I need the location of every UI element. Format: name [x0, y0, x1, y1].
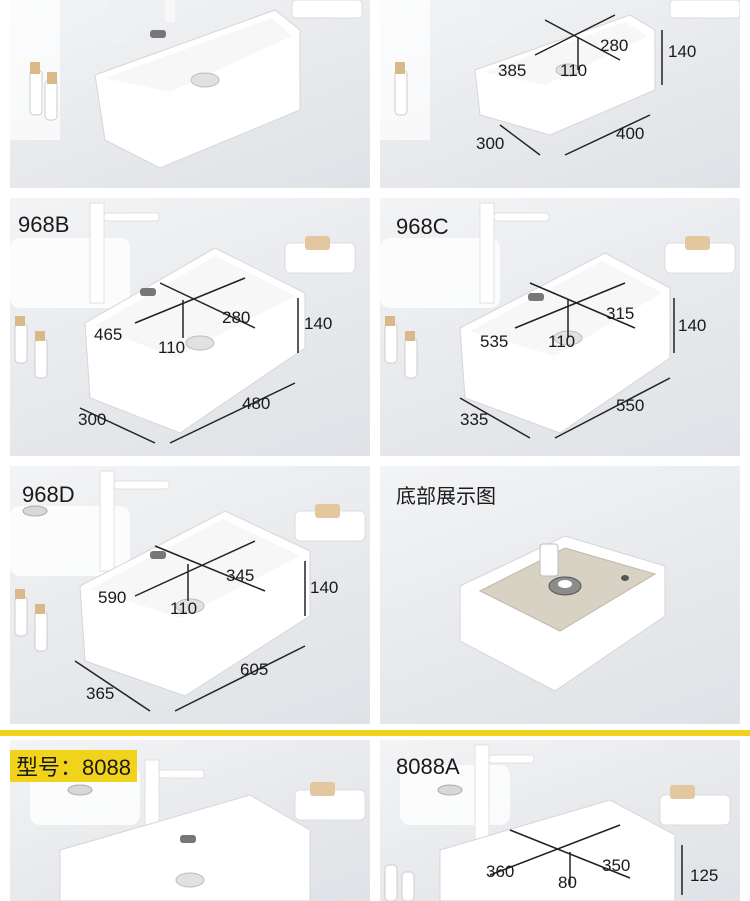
product-photo-panel-968c: 968C 535 315 110 140 335 550	[380, 198, 740, 456]
dimension-label: 300	[78, 410, 107, 429]
dimension-label: 110	[560, 61, 588, 80]
dimension-label: 140	[668, 42, 697, 61]
dimension-label: 365	[86, 684, 115, 703]
dimension-label: 125	[690, 866, 719, 885]
sink-illustration	[10, 202, 356, 444]
dimension-label: 110	[158, 338, 186, 357]
dimension-label: 535	[480, 332, 509, 351]
dimension-label: 280	[600, 36, 629, 55]
model-title: 968C	[396, 214, 449, 239]
product-photo-panel-968d: 968D 590 345 110 140 365 605	[10, 466, 370, 724]
bottom-view-title: 底部展示图	[396, 486, 496, 508]
dimension-label: 480	[242, 394, 271, 413]
sink-illustration	[380, 202, 736, 439]
product-photo-panel-8088a: 8088A 360 350 80 125	[380, 740, 740, 901]
dimension-label: 80	[558, 873, 577, 892]
sink-bottom-illustration	[459, 535, 666, 692]
sink-illustration	[384, 744, 731, 901]
model-title: 968B	[18, 212, 70, 237]
product-photo-panel-968b: 968B 465 280 110 140 300 480	[10, 198, 370, 456]
dimension-label: 140	[310, 578, 339, 597]
dimension-label: 110	[170, 599, 198, 618]
product-photo-panel-bottom-view: 底部展示图	[380, 466, 740, 724]
product-photo-panel-1	[10, 0, 370, 188]
dimension-label: 360	[486, 862, 515, 881]
dimension-label: 140	[304, 314, 333, 333]
dimension-label: 300	[476, 134, 505, 153]
dimension-label: 345	[226, 566, 255, 585]
model-badge: 型号：8088	[10, 750, 137, 782]
product-photo-panel-2: 280 385 110 140 300 400	[380, 0, 740, 188]
dimension-label: 110	[548, 332, 576, 351]
dimension-label: 605	[240, 660, 269, 679]
dimension-label: 550	[616, 396, 645, 415]
dimension-label: 350	[602, 856, 631, 875]
product-photo-panel-8088: 型号：8088	[10, 740, 370, 901]
sink-illustration	[10, 470, 366, 712]
dimension-label: 590	[98, 588, 127, 607]
dimension-label: 315	[606, 304, 635, 323]
sink-illustration	[10, 0, 363, 169]
dimension-label: 385	[498, 61, 527, 80]
dimension-label: 335	[460, 410, 489, 429]
model-title: 968D	[22, 482, 75, 507]
sink-illustration	[380, 0, 740, 156]
section-divider	[0, 730, 750, 736]
model-title: 8088A	[396, 754, 460, 779]
dimension-label: 280	[222, 308, 251, 327]
dimension-label: 400	[616, 124, 645, 143]
dimension-label: 465	[94, 325, 123, 344]
dimension-label: 140	[678, 316, 707, 335]
